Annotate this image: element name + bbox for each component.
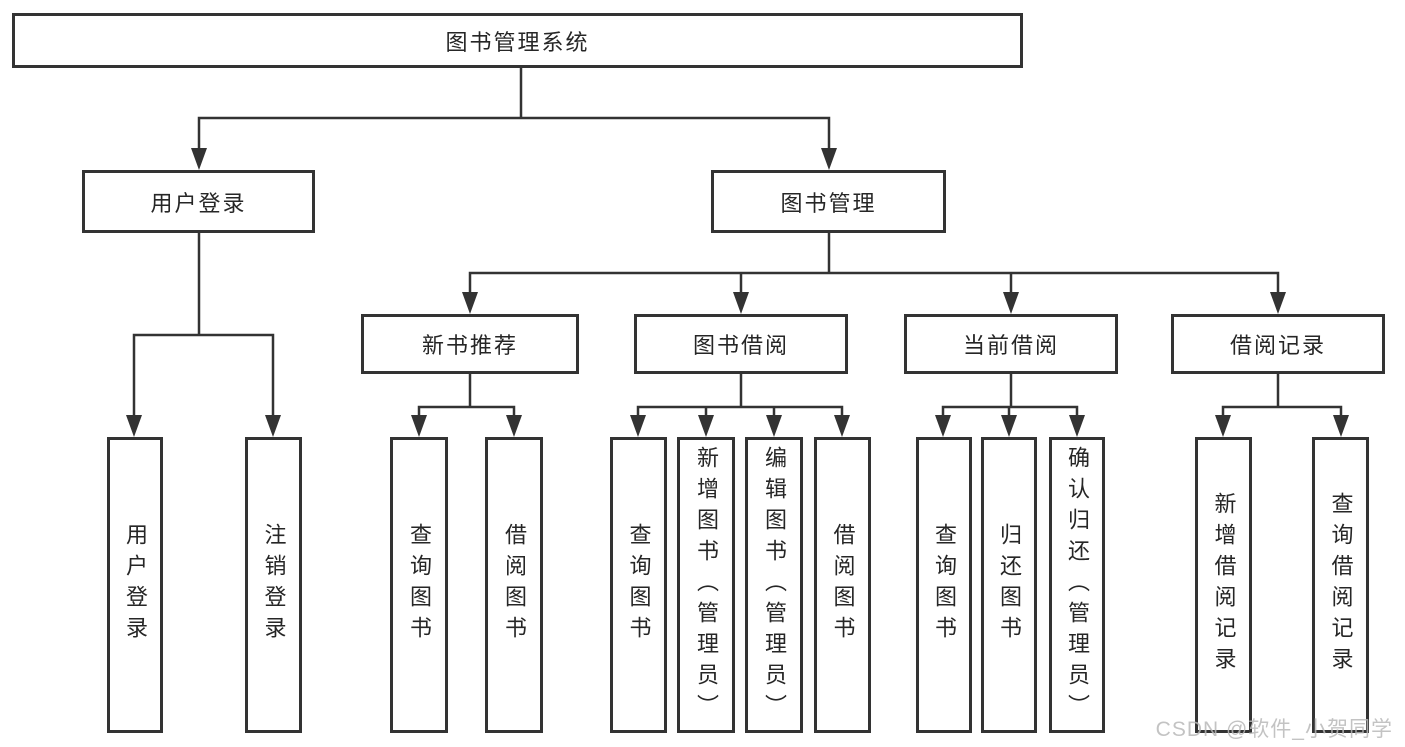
- node-new-book-recommend-label: 新书推荐: [421, 333, 518, 358]
- leaf-query-books-current: 查询图书: [916, 437, 972, 733]
- node-current-borrowing: 当前借阅: [904, 314, 1118, 374]
- leaf-add-books-admin: 新增图书（管理员）: [677, 437, 735, 733]
- node-new-book-recommend: 新书推荐: [361, 314, 579, 374]
- node-library-system: 图书管理系统: [12, 13, 1023, 68]
- leaf-user-login: 用户登录: [107, 437, 163, 733]
- leaf-borrow-books: 借阅图书: [814, 437, 871, 733]
- leaf-query-books-current-label: 查询图书: [932, 523, 957, 647]
- leaf-query-borrow-record-label: 查询借阅记录: [1328, 492, 1354, 678]
- node-book-borrowing: 图书借阅: [634, 314, 848, 374]
- node-book-management-label: 图书管理: [780, 190, 877, 216]
- leaf-confirm-return-admin-label: 确认归还（管理员）: [1065, 445, 1090, 725]
- node-user-login: 用户登录: [82, 170, 315, 233]
- leaf-borrow-books-recommend: 借阅图书: [485, 437, 543, 733]
- leaf-add-borrow-record: 新增借阅记录: [1195, 437, 1252, 733]
- leaf-add-borrow-record-label: 新增借阅记录: [1211, 492, 1237, 678]
- leaf-edit-books-admin-label: 编辑图书（管理员）: [762, 445, 787, 725]
- leaf-borrow-books-recommend-label: 借阅图书: [502, 523, 527, 647]
- node-library-system-label: 图书管理系统: [445, 29, 590, 55]
- csdn-watermark: CSDN @软件_小贺同学: [1155, 718, 1393, 741]
- leaf-query-borrow-record: 查询借阅记录: [1312, 437, 1369, 733]
- leaf-return-books-label: 归还图书: [997, 523, 1022, 647]
- node-user-login-label: 用户登录: [150, 190, 247, 216]
- leaf-query-books-recommend: 查询图书: [390, 437, 448, 733]
- leaf-query-books-borrowing-label: 查询图书: [626, 523, 652, 647]
- leaf-logout: 注销登录: [245, 437, 302, 733]
- leaf-user-login-label: 用户登录: [123, 523, 148, 647]
- connector-segments: [132, 66, 1343, 419]
- leaf-query-books-borrowing: 查询图书: [610, 437, 667, 733]
- node-current-borrowing-label: 当前借阅: [962, 333, 1059, 358]
- arrowheads: [126, 148, 1349, 437]
- node-borrow-records: 借阅记录: [1171, 314, 1385, 374]
- node-borrow-records-label: 借阅记录: [1229, 333, 1326, 358]
- leaf-query-books-recommend-label: 查询图书: [407, 523, 432, 647]
- leaf-borrow-books-label: 借阅图书: [830, 523, 856, 647]
- leaf-confirm-return-admin: 确认归还（管理员）: [1049, 437, 1105, 733]
- leaf-logout-label: 注销登录: [261, 523, 287, 647]
- node-book-management: 图书管理: [711, 170, 946, 233]
- leaf-add-books-admin-label: 新增图书（管理员）: [694, 445, 719, 725]
- node-book-borrowing-label: 图书借阅: [692, 333, 789, 358]
- leaf-return-books: 归还图书: [981, 437, 1037, 733]
- leaf-edit-books-admin: 编辑图书（管理员）: [745, 437, 803, 733]
